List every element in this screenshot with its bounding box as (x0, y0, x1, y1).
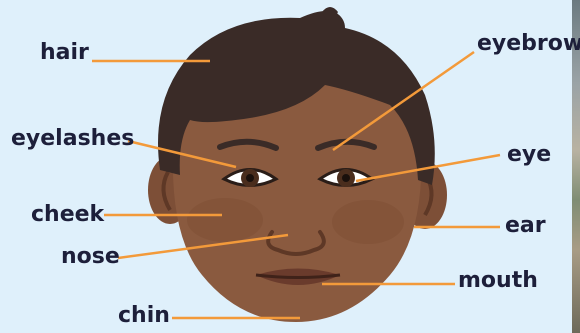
label-eyelashes: eyelashes (11, 128, 134, 150)
left-cheek-shade (187, 198, 263, 242)
label-eye: eye (507, 144, 551, 166)
label-eyebrow: eyebrow (477, 33, 580, 55)
label-mouth: mouth (458, 270, 538, 292)
label-cheek: cheek (31, 204, 104, 226)
label-chin: chin (118, 305, 170, 327)
right-cheek-shade (332, 200, 404, 244)
label-nose: nose (61, 246, 120, 268)
label-hair: hair (40, 42, 89, 64)
label-ear: ear (505, 215, 546, 237)
